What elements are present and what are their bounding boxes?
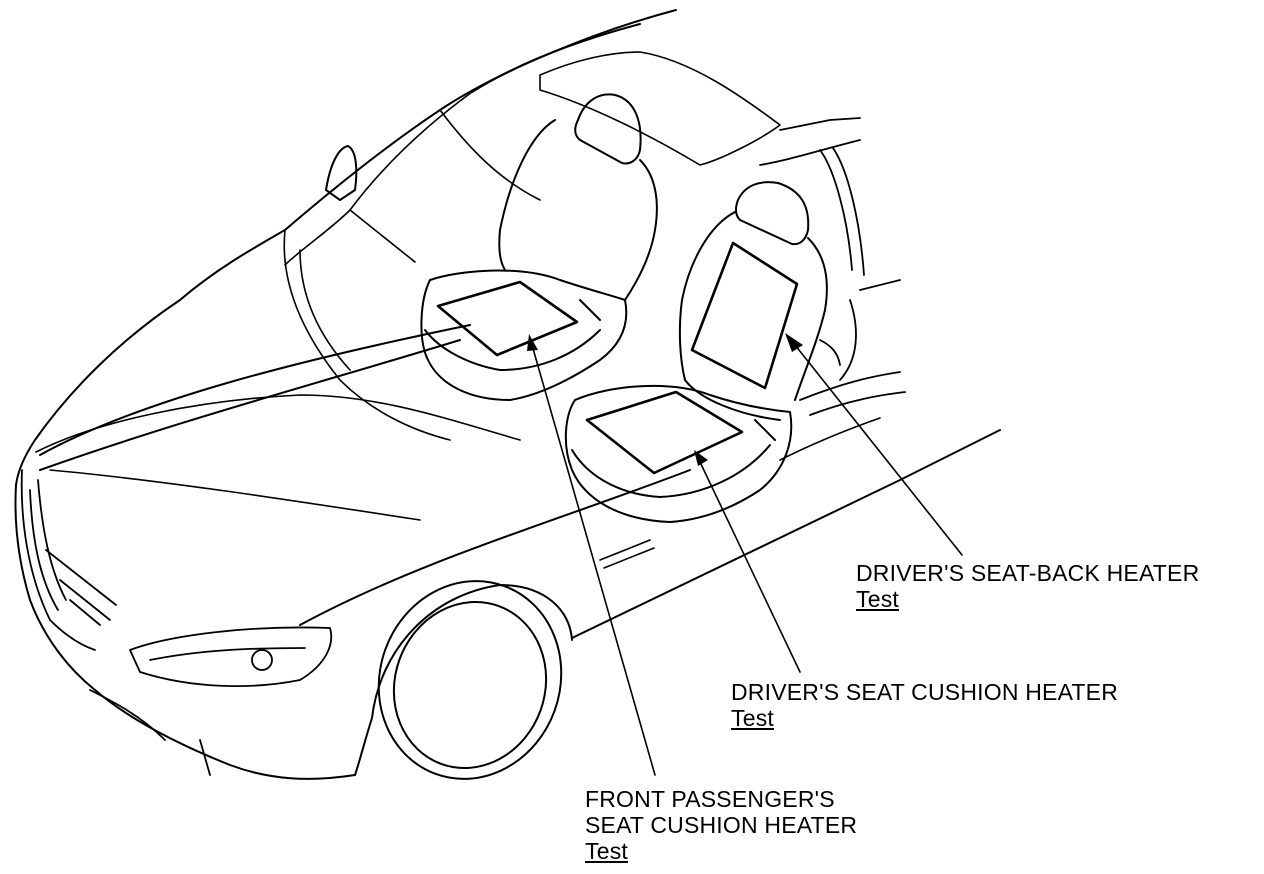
- front-wheel: [371, 580, 573, 780]
- arrowhead-passenger-cushion: [527, 334, 538, 351]
- callout-label-line2: SEAT CUSHION HEATER: [585, 812, 858, 838]
- car-body-outline: [14, 9, 1001, 780]
- side-trim: [599, 417, 881, 569]
- front-grille: [20, 469, 117, 651]
- test-link[interactable]: Test: [856, 586, 899, 612]
- passenger-cushion-heater-pad: [436, 280, 579, 357]
- drivers-seat: [564, 181, 828, 523]
- leader-line-passenger-cushion: [531, 344, 656, 776]
- arrowhead-seatback: [785, 333, 803, 352]
- callout-front-passenger-seat-cushion-heater: FRONT PASSENGER'S SEAT CUSHION HEATER Te…: [585, 786, 857, 864]
- test-link[interactable]: Test: [585, 838, 628, 864]
- callout-label-line1: FRONT PASSENGER'S: [585, 786, 835, 812]
- side-mirror: [325, 145, 358, 201]
- windshield: [284, 91, 541, 266]
- callout-drivers-seat-cushion-heater: DRIVER'S SEAT CUSHION HEATER Test: [731, 679, 1118, 731]
- callout-label: DRIVER'S SEAT CUSHION HEATER: [731, 679, 1118, 705]
- arrowhead-driver-cushion: [694, 450, 708, 466]
- rear-door: [759, 117, 906, 416]
- sunroof: [539, 51, 781, 166]
- drivers-cushion-heater-pad: [585, 390, 744, 475]
- front-passenger-seat: [420, 93, 658, 401]
- drivers-seatback-heater-pad: [690, 241, 799, 390]
- test-link[interactable]: Test: [731, 705, 774, 731]
- leader-line-seatback: [794, 344, 963, 556]
- leader-lines: [531, 344, 963, 776]
- callout-drivers-seatback-heater: DRIVER'S SEAT-BACK HEATER Test: [856, 560, 1199, 612]
- callout-label: DRIVER'S SEAT-BACK HEATER: [856, 560, 1200, 586]
- hood-lines: [35, 229, 521, 521]
- leader-line-driver-cushion: [699, 461, 801, 673]
- arrow-heads: [527, 333, 803, 466]
- headlight: [89, 626, 333, 776]
